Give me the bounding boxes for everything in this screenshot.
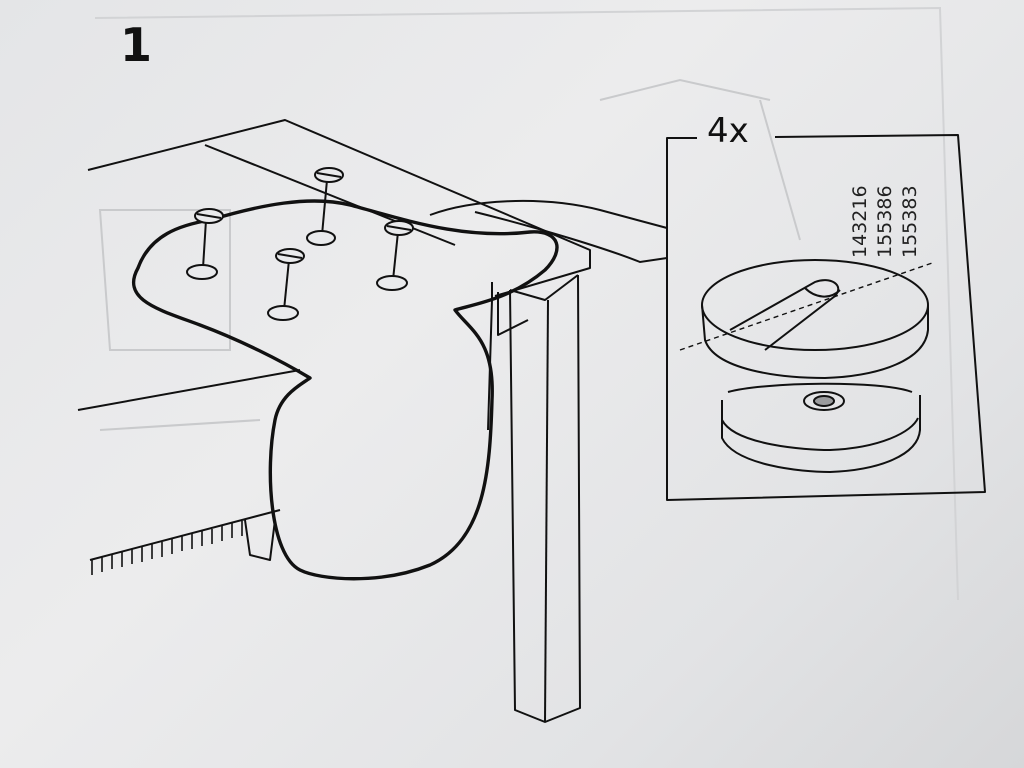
screw-3 xyxy=(376,220,414,291)
screw-2 xyxy=(306,167,344,246)
screw-4 xyxy=(267,248,305,321)
screws xyxy=(186,167,414,321)
part-number: 155383 xyxy=(899,185,921,258)
ruler-ticks xyxy=(91,521,243,575)
detail-callout-box xyxy=(666,134,986,501)
panel-border xyxy=(94,6,959,601)
show-through-marks xyxy=(98,78,801,431)
quantity-label: 4x xyxy=(707,111,749,151)
screw-1 xyxy=(186,208,224,280)
step-number: 1 xyxy=(120,18,153,72)
cap-detail xyxy=(679,259,936,380)
base-detail xyxy=(721,382,921,474)
cover-sheet xyxy=(131,199,559,581)
part-number: 155386 xyxy=(874,185,896,258)
table xyxy=(77,119,591,723)
callout-pointer xyxy=(429,199,668,264)
part-number: 143216 xyxy=(849,185,871,258)
